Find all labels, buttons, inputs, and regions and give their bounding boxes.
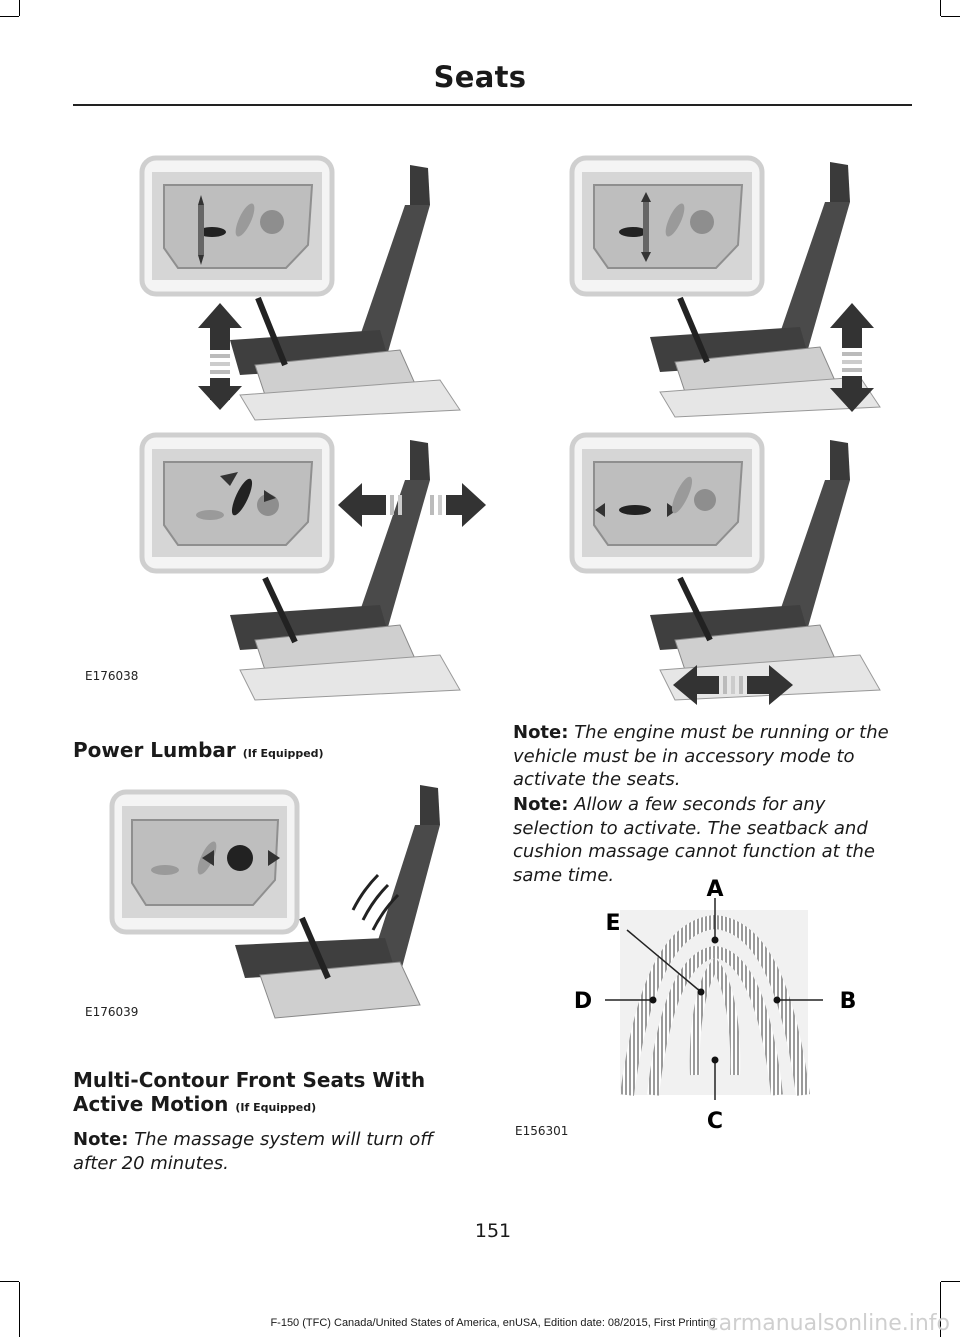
zone-point-b (773, 996, 781, 1004)
seat-illustration (650, 162, 881, 418)
zone-label-b: B (840, 989, 857, 1014)
section-title: Multi-Contour Front Seats With (73, 1068, 426, 1092)
section-qualifier: (If Equipped) (242, 747, 324, 760)
section-qualifier: (If Equipped) (235, 1101, 317, 1114)
note-allow-seconds: Note: Allow a few seconds for any select… (513, 793, 911, 887)
note-text: The massage system will turn off after 2… (73, 1129, 434, 1174)
zone-label-a: A (706, 877, 723, 902)
massage-zone-center (689, 956, 741, 1076)
section-title-continued: Active Motion (73, 1092, 229, 1116)
crop-mark (0, 1281, 19, 1282)
switch-inset-recline (569, 432, 765, 574)
edition-footer: F-150 (TFC) Canada/United States of Amer… (270, 1317, 716, 1329)
switch-inset-tilt (569, 155, 765, 297)
callout-pointer (299, 916, 331, 980)
section-heading-power-lumbar: Power Lumbar (If Equipped) (73, 738, 324, 766)
page-title: Seats (433, 60, 527, 94)
lumbar-motion-lines (351, 873, 400, 931)
callout-pointer (677, 296, 710, 364)
massage-zone-inner (647, 945, 783, 1096)
note-text: Allow a few seconds for any selection to… (513, 794, 875, 886)
seat-illustration (230, 165, 461, 421)
figure-id: E156301 (515, 1124, 568, 1138)
section-heading-multi-contour: Multi-Contour Front Seats With Active Mo… (73, 1068, 425, 1120)
crop-mark (940, 0, 941, 16)
zone-label-d: D (574, 989, 592, 1014)
zone-label-e: E (605, 911, 620, 936)
left-right-arrow-icon (673, 665, 793, 705)
seat-illustration (650, 440, 881, 701)
crop-mark (19, 0, 20, 16)
figure-id: E176038 (85, 669, 138, 683)
figure-id: E176039 (85, 1005, 138, 1019)
callout-pointer (677, 576, 713, 642)
watermark: carmanualsonline.info (706, 1311, 950, 1336)
switch-inset-lumbar (109, 789, 300, 935)
power-lumbar-illustration: E176039 (85, 785, 440, 1019)
note-text: The engine must be running or the vehicl… (513, 722, 889, 790)
seat-adjustment-illustration-left: E176038 (85, 155, 486, 701)
crop-mark (940, 1282, 941, 1337)
zone-point-e (697, 988, 705, 996)
note-label: Note: (513, 722, 569, 743)
left-right-arrow-icon (338, 483, 486, 527)
massage-zones-diagram: A B C D E E156301 (515, 877, 857, 1138)
switch-inset-height (139, 155, 335, 297)
up-down-arrow-icon (198, 303, 242, 410)
note-engine-running: Note: The engine must be running or the … (513, 721, 911, 792)
seat-adjustment-illustration-right (569, 155, 881, 705)
note-label: Note: (73, 1129, 129, 1150)
zone-point-c (711, 1056, 719, 1064)
callout-pointer (262, 576, 298, 644)
note-label: Note: (513, 794, 569, 815)
page-number: 151 (474, 1220, 512, 1242)
crop-mark (0, 16, 19, 17)
section-title: Power Lumbar (73, 738, 236, 762)
zone-label-c: C (707, 1109, 723, 1134)
zone-point-a (711, 936, 719, 944)
note-massage-off: Note: The massage system will turn off a… (73, 1128, 463, 1175)
crop-mark (941, 16, 960, 17)
crop-mark (941, 1281, 960, 1282)
seat-illustration (235, 785, 440, 1019)
crop-mark (19, 1282, 20, 1337)
up-down-arrow-icon (830, 303, 874, 412)
zone-point-d (649, 996, 657, 1004)
switch-inset-fore-aft (139, 432, 335, 574)
header-rule (73, 104, 912, 106)
callout-pointer (255, 296, 288, 367)
